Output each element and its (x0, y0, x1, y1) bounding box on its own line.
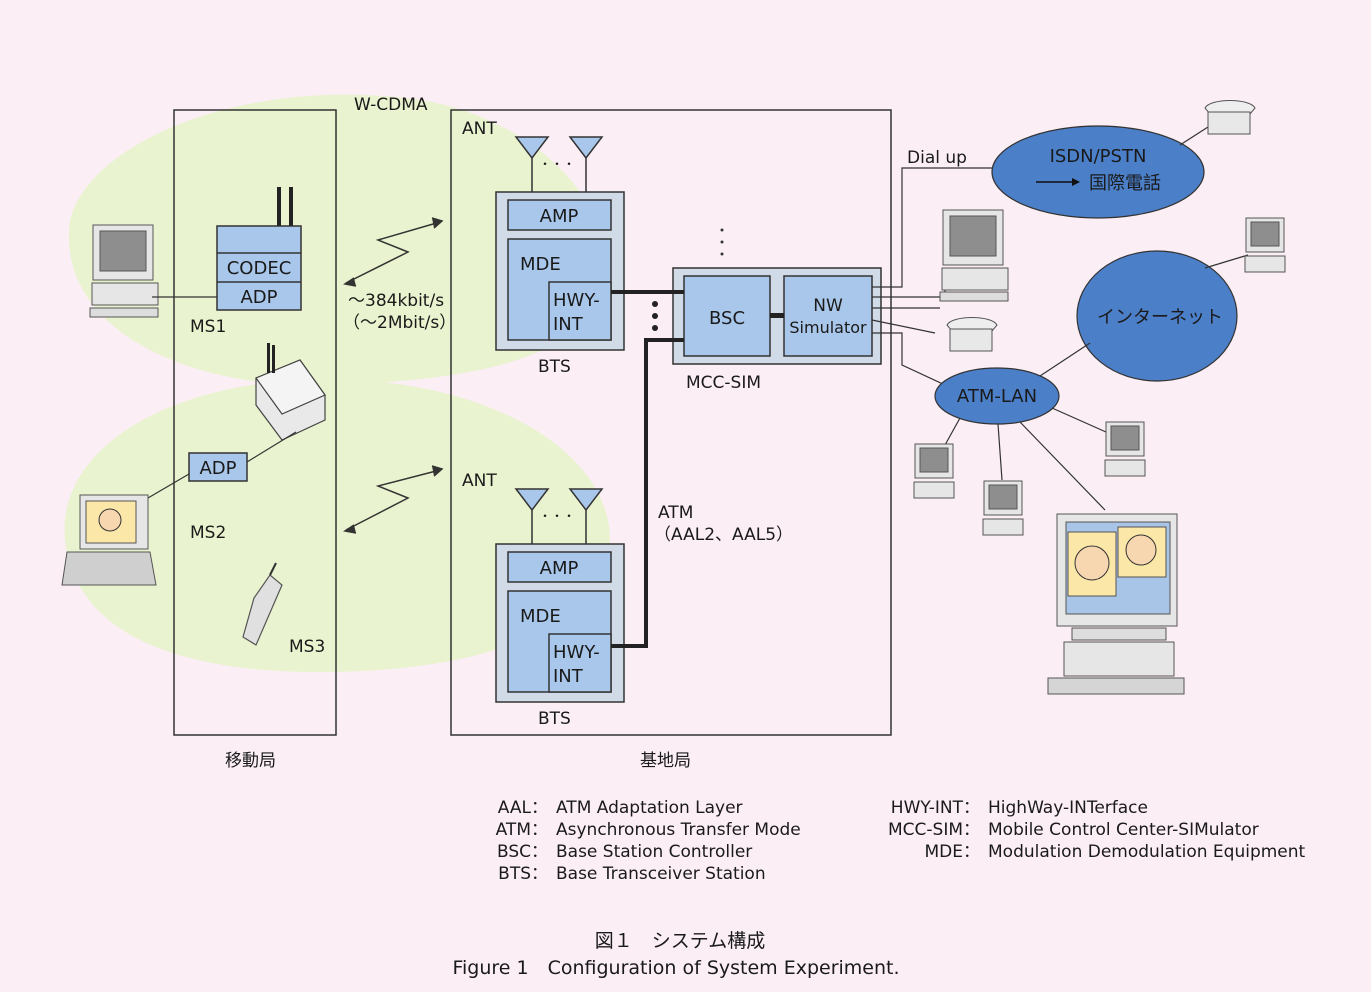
bts-bottom: AMP MDE HWY- INT (495, 543, 625, 703)
ms1-terminal: CODEC ADP (216, 187, 302, 311)
bsc-nw-link (770, 313, 784, 318)
ms2-label: MS2 (190, 523, 226, 543)
legend-key: MCC-SIM： (888, 820, 980, 840)
codec-label: CODEC (227, 258, 292, 279)
int-label: INT (553, 666, 584, 687)
pc-icon (89, 224, 159, 318)
atm-lan-ellipse (934, 367, 1060, 425)
legend-value: HighWay-INTerface (988, 798, 1148, 818)
antenna-icon-top-group (514, 136, 604, 193)
telephone-icon (946, 317, 998, 352)
video-conference-pc-icon (1047, 513, 1185, 695)
base-station-label: 基地局 (640, 751, 691, 771)
mobile-phone-icon (242, 562, 283, 646)
pc-icon (913, 443, 955, 499)
dial-up-label: Dial up (907, 148, 967, 168)
mobile-station-frame (173, 109, 337, 736)
legend-key: BSC： (497, 842, 548, 862)
bts-top-label: BTS (538, 357, 571, 377)
ms2-adapter: ADP (188, 452, 248, 482)
laptop-icon (61, 494, 157, 586)
legend-key: AAL： (498, 798, 548, 818)
antenna-dots-bottom: ・・・ (539, 509, 575, 523)
radio-link-top (343, 217, 444, 287)
bts-bottom-label: BTS (538, 709, 571, 729)
base-station-frame (450, 109, 892, 736)
adp-label: ADP (240, 287, 277, 308)
intl-call-label: 国際電話 (1089, 173, 1161, 194)
legend-key: MDE： (925, 842, 981, 862)
arrow-icon (1036, 178, 1080, 186)
atm-lan-label: ATM-LAN (957, 386, 1037, 407)
nw-simulator-box (783, 275, 873, 357)
antenna-dots-top: ・・・ (539, 157, 575, 171)
pc-icon (939, 209, 1009, 302)
amp-box (507, 551, 612, 583)
atm-label: ATM (658, 503, 693, 523)
ant-top-label: ANT (462, 119, 497, 139)
legend-value: ATM Adaptation Layer (556, 798, 743, 818)
legend-value: Mobile Control Center-SIMulator (988, 820, 1259, 840)
mcc-sim-label: MCC-SIM (686, 373, 761, 393)
ms1-label: MS1 (190, 317, 226, 337)
atm-lan-links (944, 342, 1107, 511)
nw-label: NW (813, 296, 843, 316)
mobile-terminal-icon (255, 343, 326, 441)
legend-value: Asynchronous Transfer Mode (556, 820, 801, 840)
telephone-icon (1204, 100, 1256, 135)
mcc-dots (720, 228, 724, 256)
hwy-int-box (548, 633, 612, 693)
mcc-sim: BSC NW Simulator (672, 267, 882, 365)
legend-key: HWY-INT： (891, 798, 980, 818)
caption-en: Figure 1 Configuration of System Experim… (452, 957, 899, 979)
amp-box (507, 199, 612, 231)
pc-icon (1104, 421, 1146, 477)
ms3-label: MS3 (289, 637, 325, 657)
legend-key: BTS： (498, 864, 548, 884)
coverage-area-top (68, 94, 606, 386)
ms1-box (216, 225, 302, 311)
antenna-icon (514, 136, 550, 160)
rate-max-label: （～2Mbit/s） (343, 313, 456, 333)
atm-aal-label: （AAL2、AAL5） (654, 525, 793, 545)
bts-top: AMP MDE HWY- INT (495, 191, 625, 351)
antenna-icon (568, 136, 604, 160)
antenna-icon (514, 488, 550, 512)
hwy-int-box (548, 281, 612, 341)
mde-label: MDE (520, 606, 561, 627)
caption-jp: 図１ システム構成 (595, 930, 765, 952)
mobile-station-label: 移動局 (225, 751, 276, 771)
mde-label: MDE (520, 254, 561, 275)
int-label: INT (553, 314, 584, 335)
antenna-icon-bottom-group (514, 488, 604, 545)
internet-ellipse (1076, 250, 1238, 382)
legend-value: Base Station Controller (556, 842, 752, 862)
antenna-icon (568, 488, 604, 512)
amp-label: AMP (540, 206, 579, 227)
pc-icon (982, 480, 1024, 536)
simulator-label: Simulator (789, 318, 867, 337)
legend-value: Base Transceiver Station (556, 864, 766, 884)
bts-bsc-links (611, 290, 684, 648)
isdn-label: ISDN/PSTN (1050, 146, 1147, 167)
bsc-box (683, 275, 771, 357)
radio-link-bottom (343, 465, 444, 534)
wcdma-label: W-CDMA (354, 95, 428, 115)
hwy-label: HWY- (553, 642, 600, 663)
rate-label: ～384kbit/s (348, 291, 444, 311)
pc-icon (1244, 217, 1286, 273)
link-dots (652, 301, 658, 331)
amp-label: AMP (540, 558, 579, 579)
bsc-label: BSC (709, 308, 745, 329)
hwy-label: HWY- (553, 290, 600, 311)
ant-bottom-label: ANT (462, 471, 497, 491)
legend-value: Modulation Demodulation Equipment (988, 842, 1306, 862)
ms2-adp-label: ADP (199, 458, 236, 479)
internet-label: インターネット (1097, 307, 1223, 328)
legend-key: ATM： (496, 820, 548, 840)
isdn-pstn-ellipse (991, 125, 1205, 219)
